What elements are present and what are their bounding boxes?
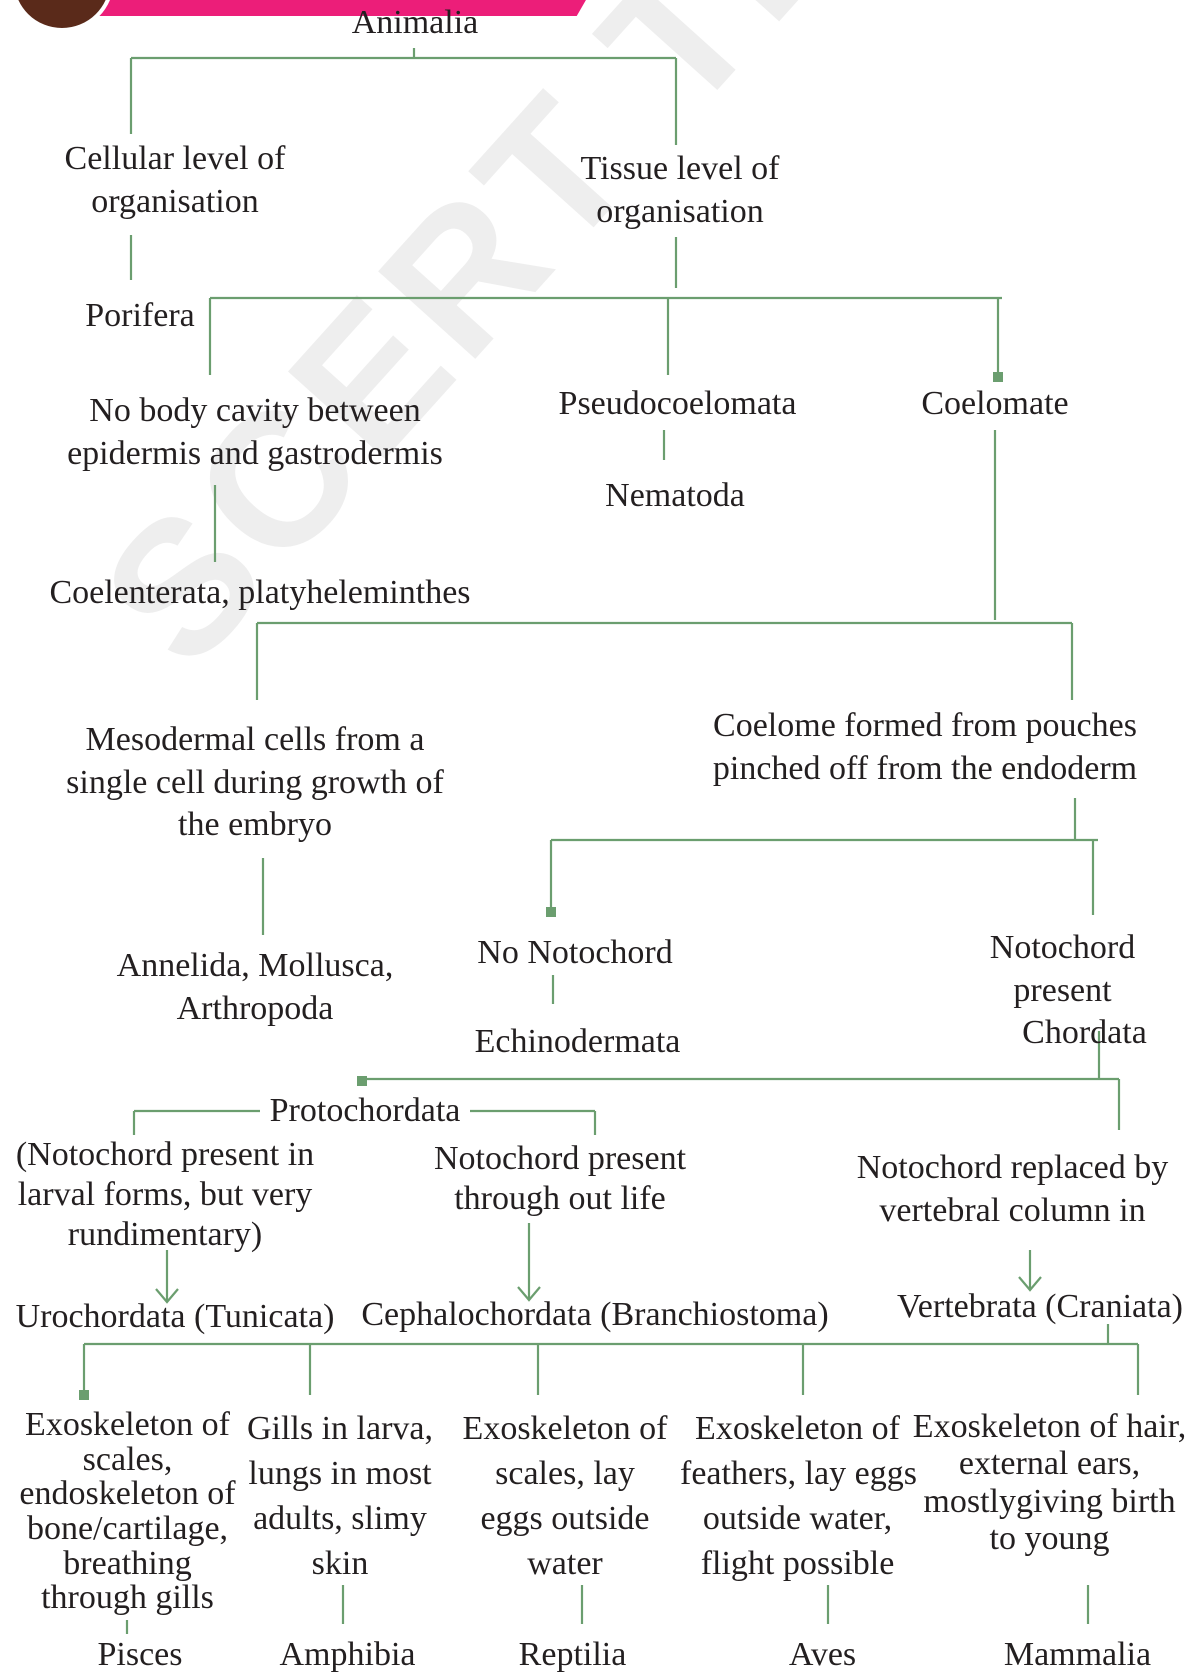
notochord-present-node: Notochord present Chordata [950, 927, 1175, 1055]
aves-node: Aves [788, 1636, 857, 1673]
reptilia-node: Reptilia [518, 1636, 627, 1673]
porifera-node: Porifera [85, 297, 195, 334]
amphibia-desc-line-1: Gills in larva, [246, 1410, 434, 1447]
reptilia-desc-line-1: Exoskeleton of [462, 1410, 668, 1447]
cellular-line-1: Cellular level of [64, 140, 286, 177]
annelida-line-1: Annelida, Mollusca, [116, 947, 394, 984]
mesodermal-line-2: single cell during growth of [66, 763, 444, 801]
coelenterata-node: Coelenterata, platyheleminthes [49, 574, 471, 611]
protochordata-node: Protochordata [260, 1090, 470, 1133]
pisces-node: Pisces [97, 1636, 183, 1673]
connector-node-marker [993, 372, 1003, 382]
aves-desc-line-3: outside water, [702, 1499, 893, 1537]
reptilia-desc-line-2: scales, lay [495, 1454, 635, 1492]
vertebrata-node: Vertebrata (Craniata) [897, 1288, 1183, 1325]
pisces-desc-line-4: bone/cartilage, [26, 1510, 229, 1548]
annelida-line-2: Arthropoda [176, 989, 334, 1027]
mesodermal-node: Mesodermal cells from a single cell duri… [40, 719, 470, 847]
pisces-desc-line-2: scales, [82, 1440, 173, 1478]
aves-desc-line-4: flight possible [700, 1544, 895, 1582]
echinodermata-node: Echinodermata [474, 1023, 681, 1060]
annelida-node: Annelida, Mollusca, Arthropoda [90, 945, 420, 1030]
connector-node-marker [546, 907, 556, 917]
notochord-larval-line-3: rundimentary) [67, 1216, 263, 1254]
amphibia-desc-line-3: adults, slimy [253, 1499, 427, 1537]
aves-description: Exoskeleton of feathers, lay eggs outsid… [680, 1407, 917, 1587]
mammalia-description: Exoskeleton of hair, external ears, most… [912, 1408, 1187, 1558]
amphibia-desc-line-2: lungs in most [248, 1454, 432, 1492]
notochord-replaced-line-1: Notochord replaced by [856, 1149, 1169, 1186]
reptilia-desc-line-4: water [527, 1544, 603, 1582]
notochord-replaced-line-2: vertebral column in [879, 1191, 1146, 1229]
animalia-node: Animalia [351, 4, 479, 41]
notochord-present-line-2: present [1013, 971, 1112, 1009]
notochord-larval-line-2: larval forms, but very [17, 1176, 313, 1214]
amphibia-description: Gills in larva, lungs in most adults, sl… [240, 1407, 440, 1587]
urochordata-node: Urochordata (Tunicata) [15, 1298, 335, 1335]
mesodermal-line-3: the embryo [178, 806, 332, 843]
mammalia-desc-line-3: mostlygiving birth [923, 1482, 1176, 1520]
notochord-life-line-2: through out life [454, 1180, 666, 1218]
no-body-cavity-node: No body cavity between epidermis and gas… [40, 390, 470, 475]
pisces-desc-line-1: Exoskeleton of [25, 1406, 230, 1443]
amphibia-node: Amphibia [279, 1636, 416, 1673]
reptilia-desc-line-3: eggs outside [480, 1499, 650, 1537]
mesodermal-line-1: Mesodermal cells from a [85, 721, 425, 758]
reptilia-description: Exoskeleton of scales, lay eggs outside … [455, 1407, 675, 1587]
notochord-life-node: Notochord present through out life [415, 1139, 705, 1219]
pseudocoelomata-node: Pseudocoelomata [558, 385, 797, 422]
tissue-level-node: Tissue level of organisation [540, 148, 820, 233]
notochord-larval-line-1: (Notochord present in [15, 1136, 315, 1173]
no-notochord-node: No Notochord [477, 934, 673, 971]
pisces-desc-line-6: through gills [41, 1579, 214, 1617]
connector-node-marker [357, 1076, 367, 1086]
pisces-desc-line-3: endoskeleton of [19, 1475, 236, 1513]
aves-desc-line-2: feathers, lay eggs [680, 1454, 917, 1492]
coelomate-node: Coelomate [921, 385, 1069, 422]
coelome-pouches-line-2: pinched off from the endoderm [712, 749, 1138, 787]
notochord-larval-node: (Notochord present in larval forms, but … [0, 1135, 330, 1255]
mammalia-desc-line-1: Exoskeleton of hair, [912, 1408, 1187, 1445]
coelome-pouches-node: Coelome formed from pouches pinched off … [690, 705, 1160, 790]
cellular-line-2: organisation [91, 182, 259, 220]
coelome-pouches-line-1: Coelome formed from pouches [713, 707, 1137, 744]
connector-group [79, 48, 1140, 1634]
no-body-cavity-line-1: No body cavity between [89, 392, 421, 429]
cellular-level-node: Cellular level of organisation [25, 138, 325, 223]
chordata-label: Chordata [1022, 1014, 1147, 1051]
mammalia-desc-line-4: to young [989, 1520, 1110, 1558]
amphibia-desc-line-4: skin [311, 1544, 369, 1582]
connector-node-marker [79, 1390, 89, 1400]
tissue-line-1: Tissue level of [580, 150, 780, 187]
mammalia-node: Mammalia [1003, 1636, 1152, 1673]
mammalia-desc-line-2: external ears, [958, 1445, 1141, 1483]
pisces-desc-line-5: breathing [63, 1544, 192, 1582]
nematoda-node: Nematoda [605, 477, 745, 514]
tissue-line-2: organisation [596, 192, 764, 230]
no-body-cavity-line-2: epidermis and gastrodermis [67, 434, 443, 472]
notochord-life-line-1: Notochord present [433, 1140, 687, 1177]
arrow-head-icon [155, 1288, 179, 1304]
notochord-replaced-node: Notochord replaced by vertebral column i… [840, 1147, 1185, 1232]
arrow-head-icon [517, 1286, 541, 1302]
aves-desc-line-1: Exoskeleton of [695, 1410, 900, 1447]
pisces-description: Exoskeleton of scales, endoskeleton of b… [5, 1406, 250, 1617]
cephalochordata-node: Cephalochordata (Branchiostoma) [361, 1296, 829, 1333]
arrow-head-icon [1018, 1276, 1042, 1292]
notochord-present-line-1: Notochord [989, 929, 1136, 966]
